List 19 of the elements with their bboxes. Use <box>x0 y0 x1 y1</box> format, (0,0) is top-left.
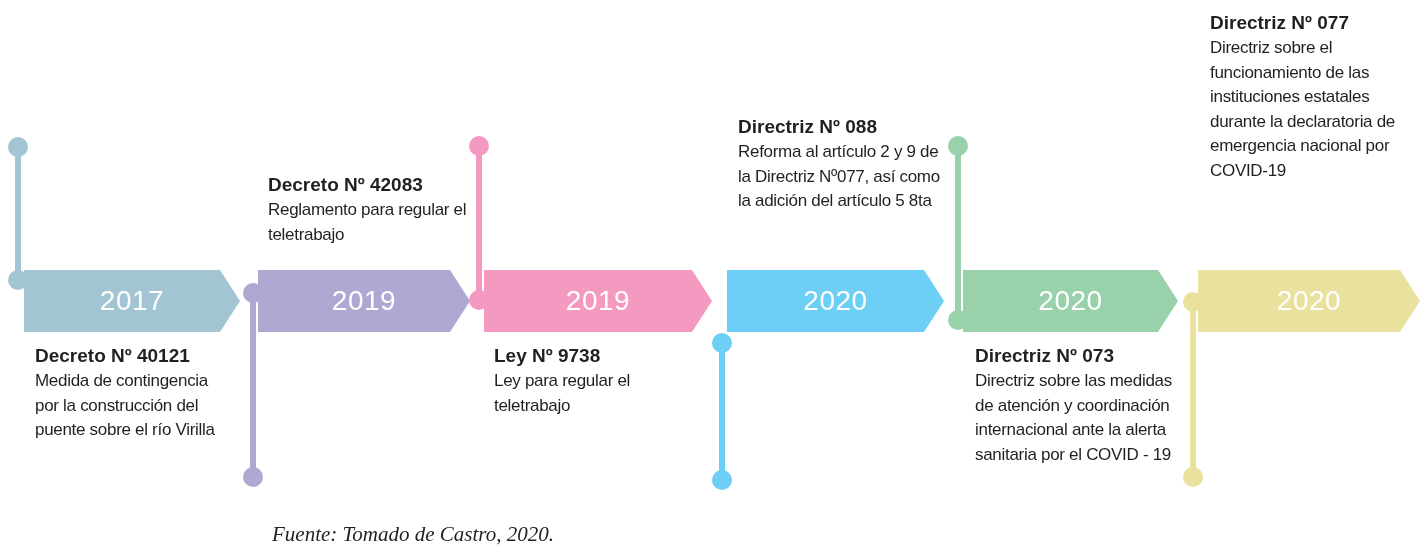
event-heading: Ley Nº 9738 <box>494 344 602 368</box>
timeline-segment: 2020 <box>1198 270 1420 332</box>
timeline-segment: 2019 <box>258 270 470 332</box>
timeline-segment: 2017 <box>24 270 240 332</box>
event-heading: Decreto Nº 42083 <box>268 173 424 197</box>
event-description: Reglamento para regular el teletrabajo <box>268 199 468 246</box>
timeline-segment: 2019 <box>484 270 712 332</box>
source-caption: Fuente: Tomado de Castro, 2020. <box>272 522 554 547</box>
event-description: Ley para regular el teletrabajo <box>494 370 632 417</box>
event-heading: Directriz Nº 073 <box>975 344 1115 368</box>
event-description: Directriz sobre las medidas de atención y coordinación internacional ante la alerta sanitaria por el COVID - 19 <box>975 370 1173 466</box>
timeline-segment: 2020 <box>727 270 944 332</box>
timeline-segment: 2020 <box>963 270 1178 332</box>
event-description: Reforma al artículo 2 y 9 de la Directriz Nº077, así como la adición del artículo 5 8ta <box>738 141 941 212</box>
event-description: Medida de contingencia por la construcción del puente sobre el río Virilla <box>35 370 216 441</box>
event-heading: Decreto Nº 40121 <box>35 344 191 368</box>
event-heading: Directriz Nº 088 <box>738 115 878 139</box>
event-description: Directriz sobre el funcionamiento de las instituciones estatales durante la declaratoria de emergencia nacional por COVID-19 <box>1210 37 1396 182</box>
event-heading: Directriz Nº 077 <box>1210 11 1350 35</box>
